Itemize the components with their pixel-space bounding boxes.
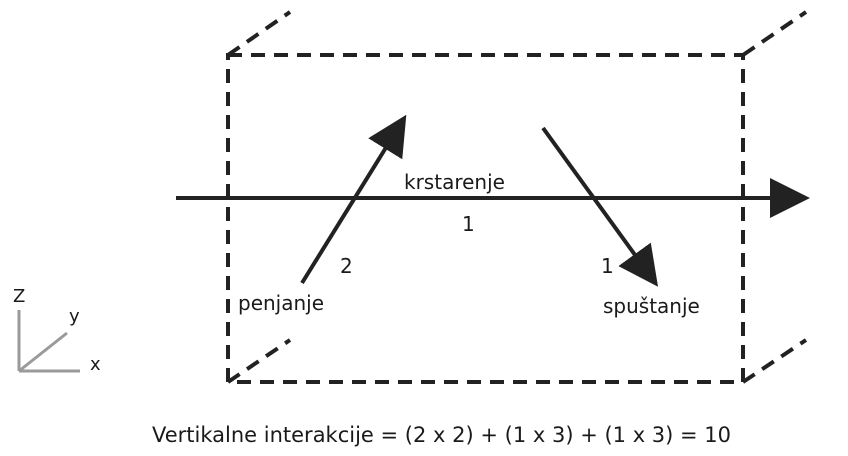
airspace-box-front [226, 53, 745, 384]
axis-y-label: y [69, 306, 80, 327]
descent-count: 1 [601, 254, 614, 278]
airspace-box-edge-bottom-right [741, 338, 808, 384]
airspace-box-edge-top-right [741, 10, 808, 57]
climb-label: penjanje [238, 291, 325, 315]
airspace-box-edge-top-left [226, 10, 292, 57]
airspace-box-edge-bottom-left [226, 338, 292, 384]
vertical-interactions-formula: Vertikalne interakcije = (2 x 2) + (1 x … [152, 423, 732, 447]
climb-count: 2 [340, 254, 353, 278]
axis-x-label: x [90, 354, 101, 375]
climb-arrow [300, 114, 407, 285]
axis-z-label: Z [13, 286, 26, 307]
descent-arrow [541, 126, 659, 287]
axes-glyph [17, 310, 80, 373]
descent-label: spuštanje [603, 294, 700, 318]
axis-y-line [18, 331, 68, 373]
cruise-label: krstarenje [404, 170, 505, 194]
airspace-box [226, 10, 808, 384]
cruise-count: 1 [462, 212, 475, 236]
